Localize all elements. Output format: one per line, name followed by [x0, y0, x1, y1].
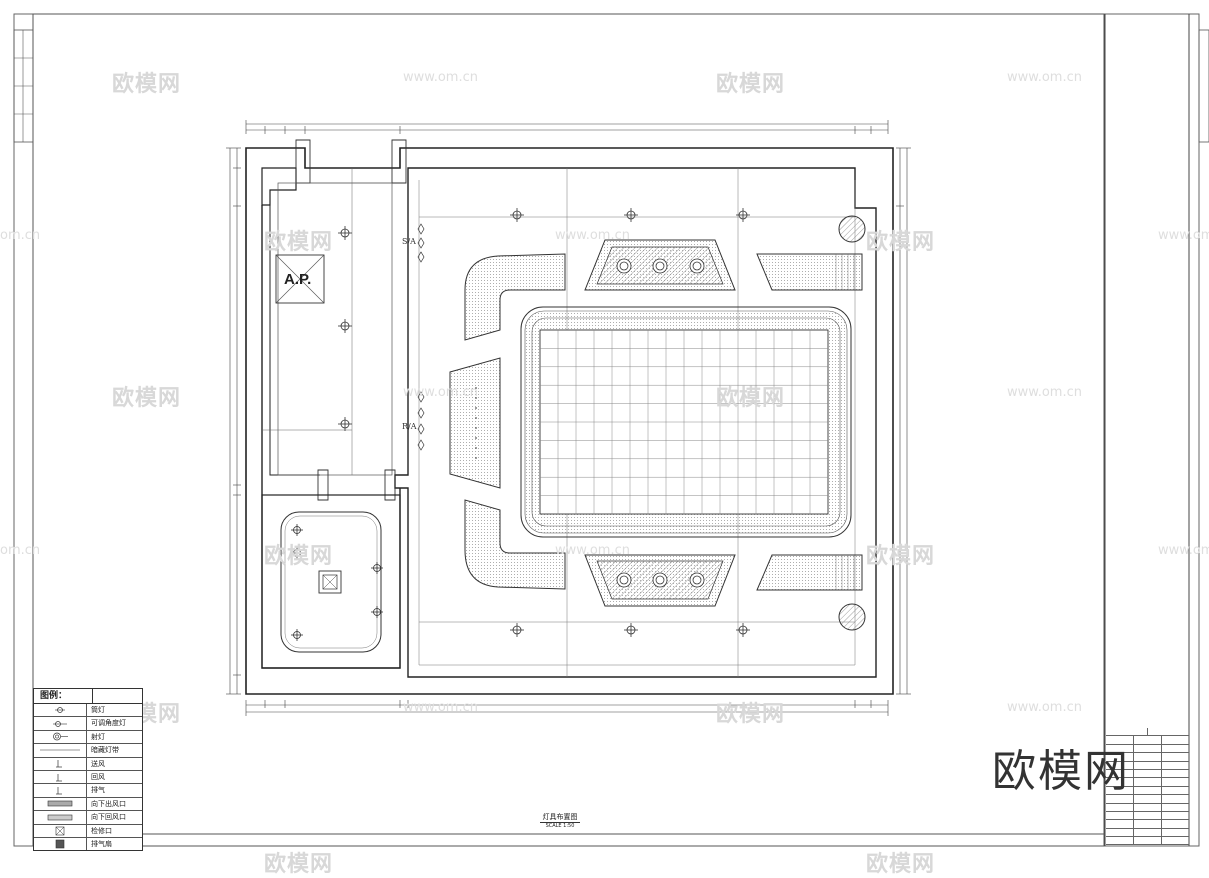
legend-label: 向下回风口 — [91, 813, 126, 822]
lower-room-outer — [261, 494, 401, 669]
down-return-icon — [34, 811, 87, 824]
central-ceiling-outer — [520, 306, 852, 538]
inner-wall — [261, 167, 297, 206]
legend-row: 向下出风口 — [34, 797, 142, 812]
lower-room-ceiling — [280, 511, 382, 653]
title-block — [1106, 728, 1189, 846]
drawing-title-block: 灯具布置图 SCALE 1:50 — [540, 812, 580, 829]
legend-label: 送风 — [91, 759, 105, 768]
legend-label: 回风 — [91, 772, 105, 781]
lower-room-downlights — [291, 524, 383, 641]
legend-row: 排气 — [34, 784, 142, 798]
legend-row: 向下回风口 — [34, 811, 142, 825]
bottom-dimensions — [245, 700, 889, 716]
corridor — [277, 182, 393, 476]
exhaust-fan-icon — [34, 837, 87, 851]
corridor-downlights — [338, 226, 352, 431]
outer-wall — [245, 147, 894, 695]
ap-box — [275, 254, 325, 304]
legend-row: 回风 — [34, 770, 142, 785]
lower-right-band — [756, 554, 863, 591]
column-bottom-right — [838, 603, 866, 631]
hall-downlights — [510, 208, 750, 637]
legend-label: 射灯 — [91, 732, 105, 741]
legend-row: 送风 — [34, 757, 142, 771]
air-diffusers — [417, 223, 425, 451]
left-dimensions — [226, 147, 241, 695]
lower-left-band — [464, 499, 566, 590]
right-dimensions — [896, 147, 911, 695]
legend-row: 可调角度灯 — [34, 717, 142, 731]
upper-right-band — [756, 253, 863, 291]
column-top-right — [838, 215, 866, 243]
legend-title: 图例： — [34, 689, 93, 703]
drawing-scale: SCALE 1:50 — [545, 823, 575, 829]
legend-label: 检修口 — [91, 826, 112, 835]
legend-table: 图例： 筒灯可调角度灯射灯暗藏灯带送风回风排气向下出风口向下回风口检修口排气扇 — [33, 688, 143, 852]
legend-label: 暗藏灯带 — [91, 746, 119, 755]
legend-row: 检修口 — [34, 824, 142, 838]
legend-row: 筒灯 — [34, 704, 142, 718]
inner-border — [32, 13, 1105, 847]
top-dimensions — [245, 120, 889, 134]
downlight-icon — [34, 704, 87, 717]
cad-sheet: A.P. — [13, 13, 1209, 847]
central-grid-lines — [540, 330, 828, 514]
legend-row: 射灯 — [34, 730, 142, 745]
brand-logo: 欧模网 — [992, 746, 1130, 797]
legend-label: 筒灯 — [91, 706, 105, 714]
return-air-icon — [34, 770, 87, 784]
sa-marker: S/A — [402, 237, 416, 246]
exhaust-icon — [34, 784, 87, 797]
spotlight-icon — [34, 730, 87, 744]
ap-label: A.P. — [284, 271, 311, 288]
drawing-title: 灯具布置图 — [540, 812, 580, 823]
legend-label: 向下出风口 — [91, 799, 126, 808]
access-panel-icon — [34, 824, 87, 837]
chandelier-spotlights — [616, 258, 705, 588]
legend-label: 排气 — [91, 786, 105, 795]
legend-row: 暗藏灯带 — [34, 744, 142, 758]
linear-light-icon — [34, 744, 87, 757]
legend-header: 图例： — [34, 689, 142, 704]
down-supply-icon — [34, 797, 87, 811]
upper-left-band — [464, 253, 566, 341]
ra-marker: R/A — [402, 422, 417, 431]
stage-projection — [449, 357, 501, 489]
exhaust-fan — [318, 570, 342, 594]
legend-label: 可调角度灯 — [91, 719, 126, 728]
supply-air-icon — [34, 757, 87, 770]
adjustable-downlight-icon — [34, 717, 87, 730]
legend-row: 排气扇 — [34, 837, 142, 851]
legend-label: 排气扇 — [91, 839, 112, 848]
